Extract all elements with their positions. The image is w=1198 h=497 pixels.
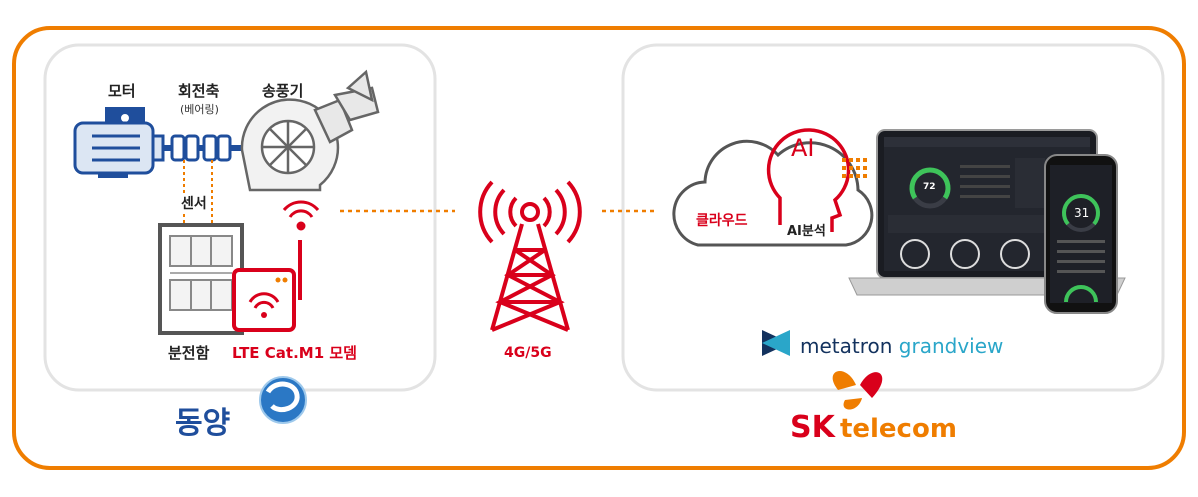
- wifi-signal-icon: [282, 200, 320, 231]
- sk-telecom-wordmark: SK telecom: [790, 410, 957, 445]
- cloud-label: 클라우드: [696, 213, 748, 229]
- metatron-word-2: grandview: [898, 334, 1004, 358]
- metatron-word-1: metatron: [800, 334, 893, 358]
- sensor-label: 센서: [179, 193, 209, 213]
- distribution-panel-icon: [158, 223, 244, 335]
- cell-tower-icon: [478, 180, 582, 332]
- panel-label: 분전함: [168, 344, 210, 362]
- outer-frame: [12, 26, 1186, 470]
- motor-label: 모터: [108, 82, 136, 100]
- blower-fan-icon: [240, 69, 380, 192]
- modem-label: LTE Cat.M1 모뎀: [232, 344, 357, 362]
- fan-label: 송풍기: [262, 82, 304, 100]
- phone-dashboard: [1044, 154, 1118, 314]
- ai-text: AI: [791, 134, 815, 162]
- dongyang-logo-icon: [259, 376, 307, 424]
- lte-modem-icon: [232, 240, 302, 332]
- cloud-panel: [621, 43, 1165, 392]
- cloud-icon: [672, 139, 874, 247]
- sk-word-1: SK: [790, 410, 835, 445]
- tower-label: 4G/5G: [504, 345, 552, 361]
- motor-icon: [73, 107, 165, 178]
- metatron-logo-icon: [762, 330, 790, 356]
- data-stream-dots: [842, 158, 867, 178]
- shaft-label: 회전축: [178, 82, 220, 100]
- site-panel: [43, 43, 437, 392]
- shaft-sub-label: (베어링): [180, 103, 219, 116]
- ai-head-icon: [766, 128, 851, 232]
- phone-gauge-value: 31: [1074, 206, 1090, 220]
- sk-word-2: telecom: [839, 414, 957, 444]
- ai-analysis-label: AI분석: [787, 224, 826, 239]
- sk-butterfly-logo-icon: [832, 371, 883, 410]
- dongyang-wordmark: 동양: [175, 406, 231, 441]
- shaft-icon: [163, 134, 255, 162]
- metatron-wordmark: metatron grandview: [800, 334, 1003, 358]
- laptop-gauge-value: 72: [923, 182, 936, 192]
